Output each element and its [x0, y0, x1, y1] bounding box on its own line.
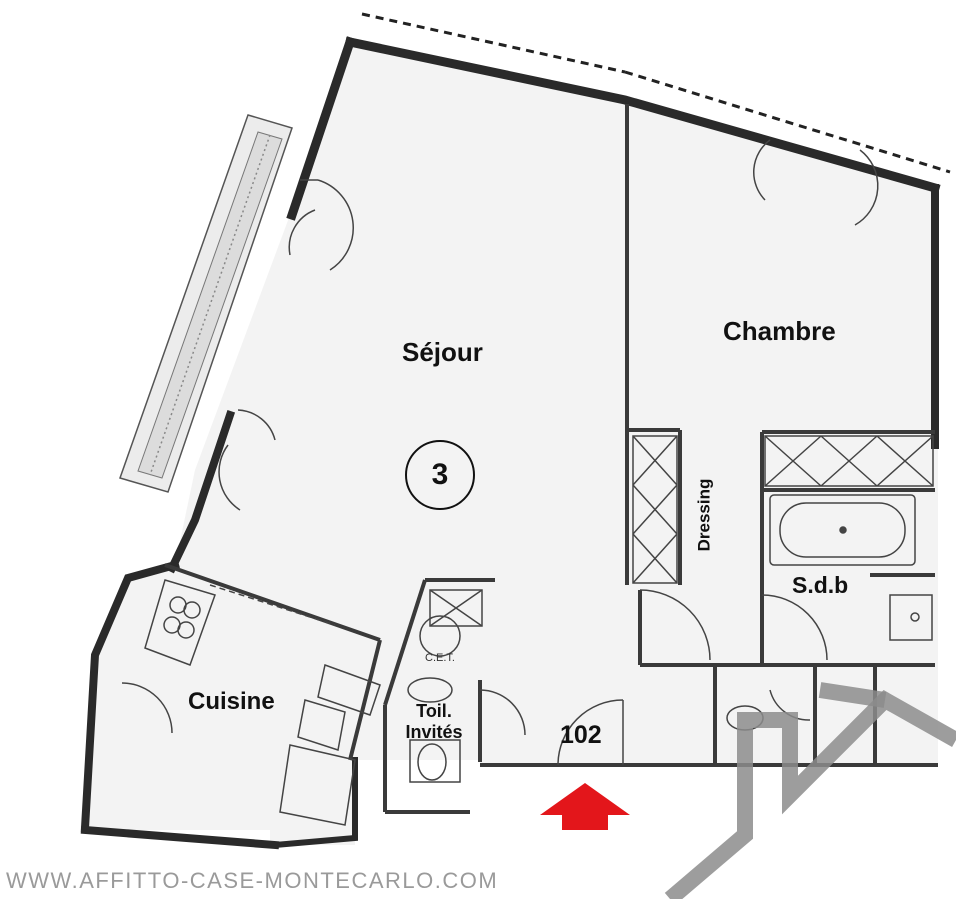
guest-toilet-line2: Invités [405, 722, 463, 742]
entrance-arrow [540, 783, 630, 830]
interior-walls [164, 104, 938, 814]
guest-toilet-fixtures [407, 615, 764, 783]
exterior-walls [80, 36, 941, 850]
bathroom-sink [889, 594, 933, 641]
wall-dashes [361, 12, 951, 174]
room-label-sdb: S.d.b [792, 572, 849, 598]
watermark-logo [664, 682, 956, 899]
doors [121, 139, 879, 766]
guest-toilet-line1: Toil. [416, 701, 452, 721]
floor-area [80, 45, 938, 845]
bathtub [769, 494, 916, 566]
unit-number: 102 [560, 721, 602, 749]
room-label-guest-toilet: Toil. Invités [388, 701, 480, 743]
balcony [119, 114, 293, 493]
room-label-dressing: Dressing [694, 478, 714, 552]
room-label-sejour: Séjour [402, 337, 483, 367]
kitchen-fixtures [144, 579, 381, 826]
watermark-text: WWW.AFFITTO-CASE-MONTECARLO.COM [6, 868, 499, 893]
room-label-cuisine: Cuisine [188, 688, 275, 715]
apartment-number-badge: 3 [405, 440, 475, 510]
cet-label: C.E.T. [425, 652, 455, 664]
storage-closets [429, 435, 934, 627]
kitchen-opening [209, 584, 336, 626]
room-label-chambre: Chambre [723, 316, 836, 346]
